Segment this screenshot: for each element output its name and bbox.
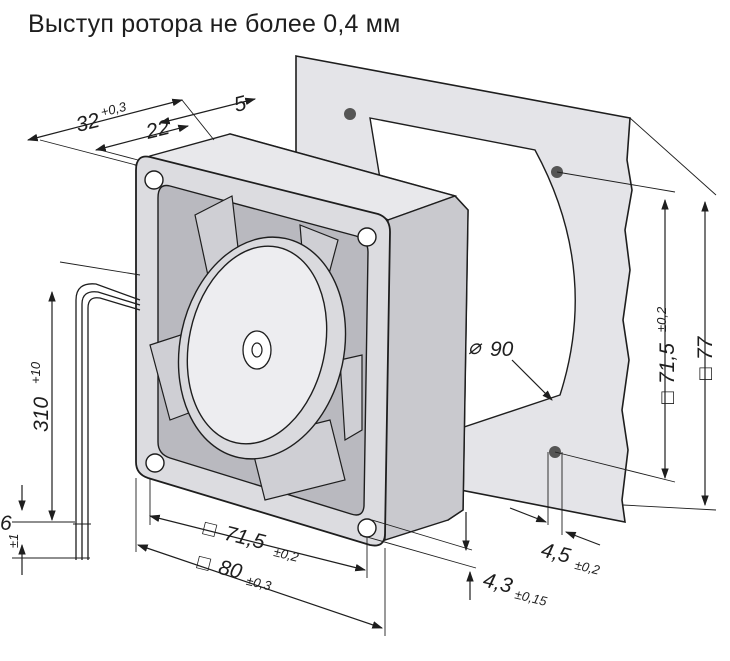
mounting-hole-bottom-right (357, 518, 377, 538)
panel-hole-top-left (344, 108, 356, 120)
dim-strip-length-tol: ±1 (6, 534, 21, 548)
caption: Выступ ротора не более 0,4 мм (28, 10, 401, 38)
hub-center-dot (251, 342, 263, 358)
dim-hole-dia-fan-value: 4,3 (481, 569, 515, 598)
dim-hole-pitch-prefix: □ (201, 517, 219, 542)
dim-panel-pitch-prefix: □ (656, 391, 679, 404)
dimension-lines (12, 97, 717, 636)
dim-strip-length-value: 6 (0, 512, 12, 535)
dim-frame-depth-value: 22 (143, 116, 173, 144)
fan-cable (73, 283, 141, 560)
dim-frame-size-value: 80 (216, 556, 245, 584)
dim-cutout-prefix: ⌀ (468, 336, 483, 359)
mounting-hole-top-left (144, 170, 164, 190)
dim-hole-dia-panel-tol: ±0,2 (573, 557, 602, 578)
dim-panel-size-value: 77 (694, 335, 717, 360)
fan-body (134, 133, 469, 547)
dim-depth-tol: +0,3 (99, 99, 128, 120)
dim-frame-size-tol: ±0,3 (245, 573, 274, 594)
fan-right-face (384, 195, 469, 541)
dim-hole-pitch-tol: ±0,2 (272, 544, 301, 565)
dim-cable-length-value: 310 (30, 397, 53, 432)
dim-hole-pitch-value: 71,5 (222, 522, 268, 554)
fan-blade (339, 354, 363, 442)
dim-hole-dia-fan-tol: ±0,15 (513, 586, 549, 609)
mounting-hole-top-right (357, 227, 377, 247)
dim-panel-pitch-value: 71,5 (656, 343, 679, 384)
dim-rotor-offset-value: 5 (232, 92, 249, 117)
dim-depth-value: 32 (74, 109, 103, 137)
dim-panel-pitch-tol: ±0,2 (654, 306, 669, 332)
dim-cable-length-tol: +10 (28, 361, 43, 384)
dim-hole-dia-panel-value: 4,5 (539, 539, 573, 568)
dim-cutout-value: 90 (490, 338, 514, 361)
dim-frame-size-prefix: □ (195, 551, 213, 576)
dim-panel-size-prefix: □ (694, 367, 717, 380)
mounting-hole-bottom-left (145, 453, 165, 473)
